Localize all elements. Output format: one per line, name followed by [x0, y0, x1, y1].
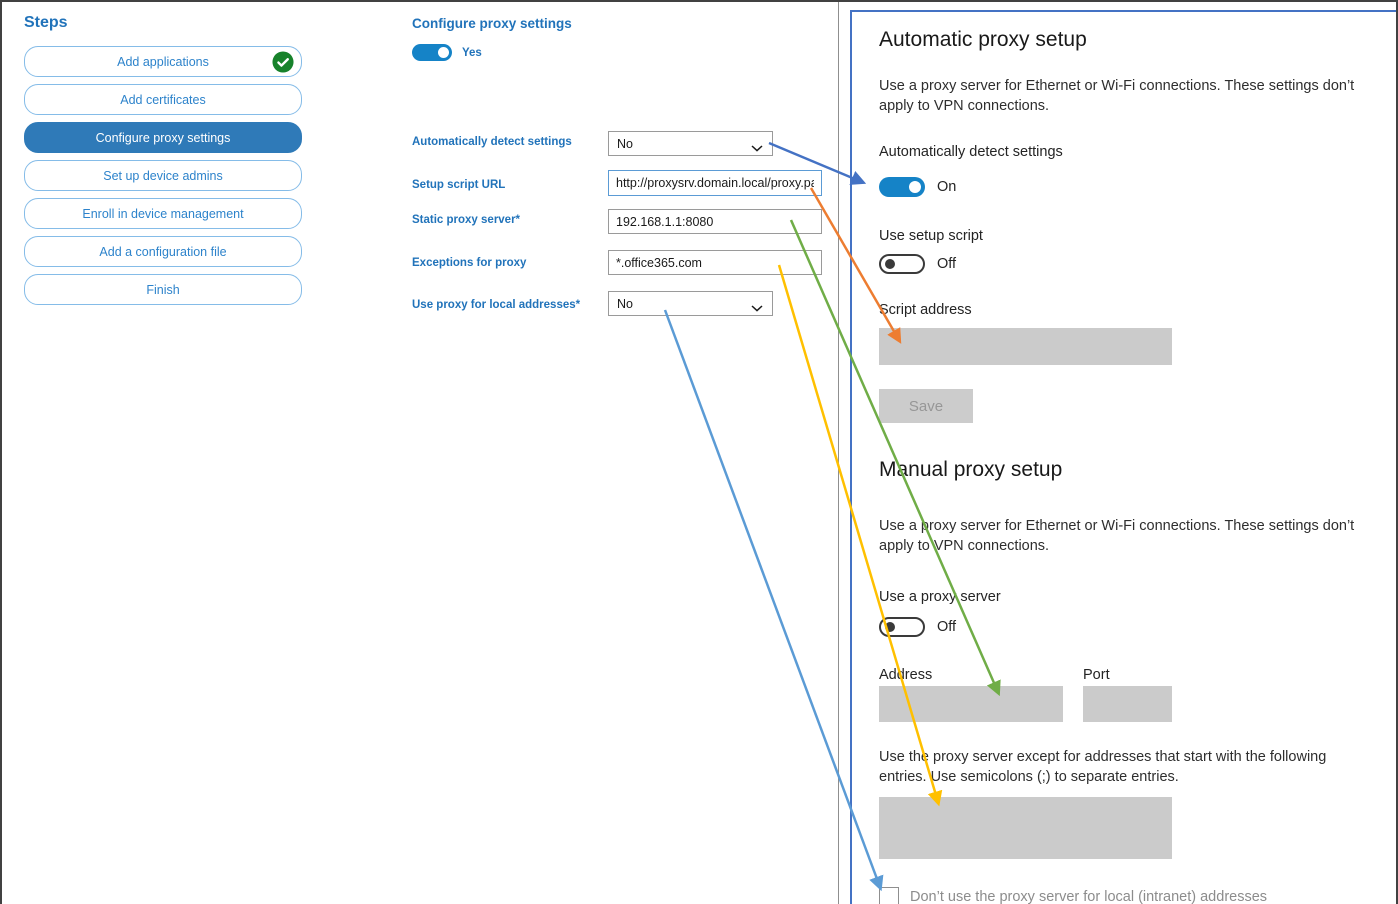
steps-sidebar-title: Steps — [24, 14, 68, 31]
use-a-proxy-server-toggle[interactable] — [879, 617, 925, 637]
script-address-input[interactable] — [879, 328, 1172, 365]
use-setup-script-label: Use setup script — [879, 228, 983, 244]
steps-sidebar: Add applications Add certificates Config… — [24, 46, 302, 312]
manual-proxy-setup-heading: Manual proxy setup — [879, 458, 1063, 481]
step-label: Enroll in device management — [82, 206, 244, 221]
chevron-down-icon — [751, 141, 763, 155]
windows-proxy-settings-panel: Automatic proxy setup Use a proxy server… — [850, 10, 1396, 904]
toggle-knob — [438, 47, 449, 58]
selected-value: No — [617, 136, 633, 151]
auto-detect-settings-label: Automatically detect settings — [879, 144, 1063, 160]
exceptions-for-proxy-input[interactable] — [608, 250, 822, 275]
proxy-address-input[interactable] — [879, 686, 1063, 722]
proxy-port-input[interactable] — [1083, 686, 1172, 722]
sidebar-item-finish[interactable]: Finish — [24, 274, 302, 305]
address-label: Address — [879, 667, 933, 683]
step-label: Set up device admins — [103, 168, 223, 183]
sidebar-item-set-up-device-admins[interactable]: Set up device admins — [24, 160, 302, 191]
toggle-knob — [909, 181, 921, 193]
use-a-proxy-server-state: Off — [937, 619, 957, 635]
manual-proxy-description: Use a proxy server for Ethernet or Wi-Fi… — [879, 518, 1355, 555]
port-label: Port — [1083, 667, 1110, 683]
step-label: Configure proxy settings — [95, 130, 231, 145]
configure-proxy-toggle-label: Yes — [462, 47, 482, 59]
setup-script-url-label: Setup script URL — [412, 179, 506, 191]
use-proxy-local-select[interactable]: No — [608, 291, 773, 316]
step-label: Add certificates — [120, 92, 206, 107]
local-addresses-checkbox-label: Don’t use the proxy server for local (in… — [910, 889, 1268, 904]
sidebar-item-add-certificates[interactable]: Add certificates — [24, 84, 302, 115]
sidebar-item-add-a-configuration-file[interactable]: Add a configuration file — [24, 236, 302, 267]
use-setup-script-state: Off — [937, 256, 957, 272]
form-title: Configure proxy settings — [412, 16, 572, 31]
use-a-proxy-server-label: Use a proxy server — [879, 589, 1001, 605]
local-addresses-checkbox[interactable] — [879, 887, 899, 904]
static-proxy-server-input[interactable] — [608, 209, 822, 234]
sidebar-item-enroll-in-device-management[interactable]: Enroll in device management — [24, 198, 302, 229]
auto-detect-settings-state: On — [937, 179, 957, 195]
step-label: Finish — [146, 282, 180, 297]
configure-proxy-toggle[interactable] — [412, 44, 452, 61]
automatic-proxy-description: Use a proxy server for Ethernet or Wi-Fi… — [879, 78, 1355, 115]
static-proxy-server-label: Static proxy server* — [412, 214, 521, 226]
setup-script-url-input[interactable] — [608, 170, 822, 196]
exceptions-for-proxy-label: Exceptions for proxy — [412, 257, 527, 269]
proxy-exceptions-input[interactable] — [879, 797, 1172, 859]
toggle-knob — [885, 259, 895, 269]
selected-value: No — [617, 296, 633, 311]
step-label: Add a configuration file — [99, 244, 227, 259]
sidebar-item-configure-proxy-settings[interactable]: Configure proxy settings — [24, 122, 302, 153]
use-setup-script-toggle[interactable] — [879, 254, 925, 274]
proxy-exceptions-hint: Use the proxy server except for addresse… — [879, 749, 1327, 786]
use-proxy-local-label: Use proxy for local addresses* — [412, 299, 581, 311]
auto-detect-label: Automatically detect settings — [412, 136, 572, 148]
save-button[interactable]: Save — [879, 389, 973, 423]
auto-detect-settings-toggle[interactable] — [879, 177, 925, 197]
chevron-down-icon — [751, 301, 763, 315]
auto-detect-select[interactable]: No — [608, 131, 773, 156]
sidebar-item-add-applications[interactable]: Add applications — [24, 46, 302, 77]
section-divider — [838, 2, 839, 904]
toggle-knob — [885, 622, 895, 632]
script-address-label: Script address — [879, 302, 972, 318]
completed-check-icon — [272, 51, 294, 73]
step-label: Add applications — [117, 54, 209, 69]
automatic-proxy-setup-heading: Automatic proxy setup — [879, 28, 1087, 51]
